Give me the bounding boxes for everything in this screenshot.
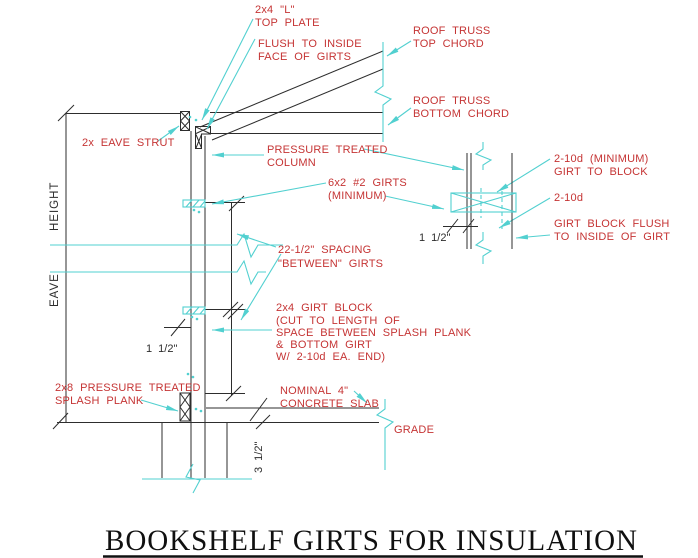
label-spacing-line2: "BETWEEN" GIRTS	[278, 258, 383, 270]
label-nails-girt-to-block-line2: GIRT TO BLOCK	[554, 166, 648, 178]
column-bottom-break	[185, 463, 201, 494]
label-grade: GRADE	[394, 424, 434, 436]
label-girt-block-line4: & BOTTOM GIRT	[276, 339, 372, 351]
label-truss-top-line1: ROOF TRUSS	[413, 25, 490, 37]
label-girts-line1: 6x2 #2 GIRTS	[328, 177, 407, 189]
label-spacing-line1: 22-1/2" SPACING	[278, 244, 371, 256]
drawing-title: BOOKSHELF GIRTS FOR INSULATION	[105, 524, 638, 557]
girt-spacing-dimension	[205, 195, 245, 402]
girt-lower	[182, 306, 206, 315]
leader-splash-plank	[140, 399, 179, 412]
label-girt-block-line5: W/ 2-10d EA. END)	[276, 351, 385, 363]
truss-break-line	[373, 42, 393, 142]
wall-break-line-upper	[50, 232, 283, 259]
cyan-highlights	[50, 42, 395, 494]
label-splash-line2: SPLASH PLANK	[55, 395, 144, 407]
detail-girt-thickness-dimension	[443, 218, 478, 234]
wall-break-line-lower	[50, 259, 266, 286]
label-pt-column-line1: PRESSURE TREATED	[267, 144, 388, 156]
dim-girt-thickness-main: 1 1/2"	[146, 343, 177, 355]
leader-block-flush	[515, 234, 551, 240]
detail-break-top	[474, 142, 493, 170]
label-top-plate-line2: TOP PLATE	[255, 17, 320, 29]
label-eave-strut: 2x EAVE STRUT	[82, 137, 175, 149]
label-truss-bottom-line2: BOTTOM CHORD	[413, 108, 509, 120]
eave-corner-tick	[57, 104, 75, 122]
label-truss-top-line2: TOP CHORD	[413, 38, 484, 50]
leader-spacing-lower	[240, 253, 282, 321]
leader-nails-girt-to-block	[496, 158, 551, 193]
label-girts-line2: (MINIMUM)	[328, 190, 387, 202]
label-block-flush-line2: TO INSIDE OF GIRT	[554, 231, 670, 243]
truss-top-chord-lower-line	[211, 68, 384, 141]
leader-top-plate	[201, 18, 254, 121]
leader-flush	[206, 38, 256, 130]
girt-block-detail-view	[443, 142, 517, 264]
label-slab-line1: NOMINAL 4"	[280, 385, 348, 397]
slab-break-line	[375, 399, 395, 470]
grade-left-tick	[52, 412, 69, 430]
label-block-flush-line1: GIRT BLOCK FLUSH	[554, 218, 670, 230]
label-truss-bottom-line1: ROOF TRUSS	[413, 95, 490, 107]
leader-girts-to-detail	[384, 195, 445, 210]
leader-nails-block	[498, 197, 551, 229]
label-girt-block-line3: SPACE BETWEEN SPLASH PLANK	[276, 327, 472, 339]
detail-break-bottom	[474, 232, 493, 264]
axis-label-height: HEIGHT	[49, 182, 61, 231]
slab-tick-lower	[255, 414, 271, 430]
truss-top-chord-upper-line	[199, 50, 384, 128]
label-top-plate-line1: 2x4 "L"	[255, 4, 295, 16]
title-block: BOOKSHELF GIRTS FOR INSULATION	[103, 524, 643, 558]
leader-truss-top	[386, 40, 412, 57]
top-plate-member	[195, 126, 211, 149]
nail-dots	[186, 115, 203, 413]
girt-upper	[182, 199, 206, 208]
label-flush-line1: FLUSH TO INSIDE	[258, 38, 362, 50]
label-nails-girt-to-block-line1: 2-10d (MINIMUM)	[554, 153, 649, 165]
label-splash-line1: 2x8 PRESSURE TREATED	[55, 382, 201, 394]
leader-truss-bottom	[387, 107, 412, 126]
leader-girts-left	[211, 182, 327, 205]
label-flush-line2: FACE OF GIRTS	[258, 51, 351, 63]
dim-girt-thickness-detail: 1 1/2"	[419, 232, 450, 244]
label-pt-column-line2: COLUMN	[267, 157, 316, 169]
annotation-labels: 2x4 "L" TOP PLATE FLUSH TO INSIDE FACE O…	[49, 4, 670, 473]
leader-pt-column-to-detail	[363, 148, 465, 171]
leader-slab	[353, 390, 368, 404]
slab-tick-upper	[249, 397, 268, 422]
eave-strut-member	[180, 111, 190, 131]
dim-slab-thickness: 3 1/2"	[253, 442, 265, 473]
label-nails-block: 2-10d	[554, 192, 583, 204]
leader-eave-strut	[157, 125, 180, 142]
axis-label-eave: EAVE	[49, 273, 61, 307]
leader-spacing-upper	[236, 233, 277, 248]
girt-thickness-dimension-main	[164, 318, 191, 337]
detail-girt-block	[450, 192, 517, 213]
leader-lines	[140, 18, 551, 412]
splash-plank-member	[179, 392, 191, 422]
label-girt-block-line2: (CUT TO LENGTH OF	[276, 315, 400, 327]
label-slab-line2: CONCRETE SLAB	[280, 398, 379, 410]
label-girt-block-line1: 2x4 GIRT BLOCK	[276, 302, 373, 314]
